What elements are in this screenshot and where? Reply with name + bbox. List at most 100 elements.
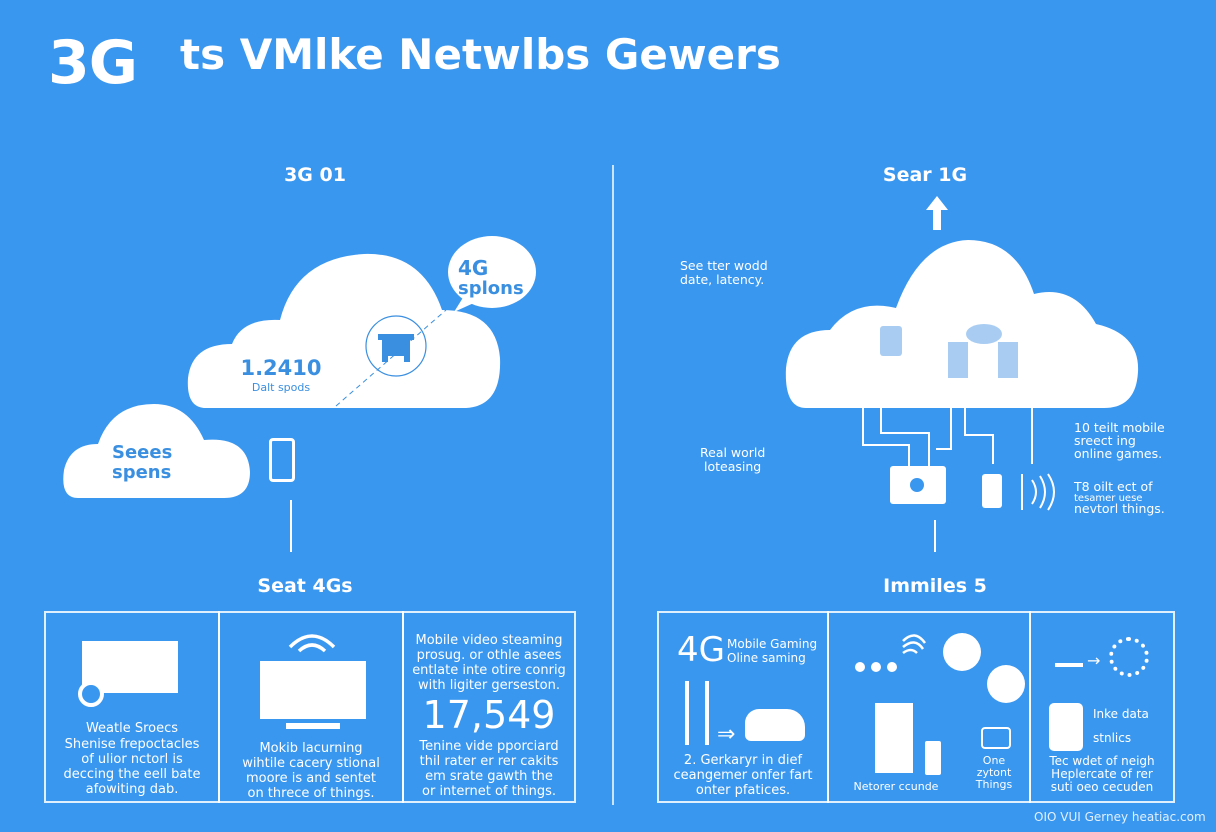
wire: [908, 444, 910, 466]
right-card-1: 4G Mobile Gaming Oline saming ⇒ 2. Gerka…: [657, 611, 829, 803]
title-badge: 3G: [48, 28, 138, 98]
card-line: with ligiter gerseston.: [418, 678, 560, 693]
wire: [950, 408, 952, 450]
right-bottom-title: Immiles 5: [883, 575, 987, 597]
wire: [880, 432, 930, 434]
card-caption: zytont: [976, 766, 1012, 779]
note-line: loteasing: [704, 459, 762, 474]
stat-value: 17,549: [422, 693, 556, 737]
left-card-2: Mokib lacurning wihtile cacery stional m…: [218, 611, 404, 803]
card-line: ceangemer onfer fart: [673, 768, 813, 783]
footer-credit: OIO VUI Gerney heatiac.com: [1034, 810, 1206, 824]
card-line: Mokib lacurning: [259, 741, 363, 756]
bubble-line1: 4G: [458, 256, 489, 280]
center-divider: [612, 165, 614, 805]
left-section-title: 3G 01: [284, 164, 346, 186]
card-caption: One: [982, 754, 1006, 767]
big-cloud-caption: Dalt spods: [251, 381, 311, 394]
card-heading: Weatle Sroecs: [85, 721, 179, 736]
note-line: date, latency.: [680, 272, 765, 287]
note-line: 10 teilt mobile: [1074, 420, 1165, 435]
speech-bubble-icon: [448, 236, 536, 312]
wire: [862, 408, 864, 446]
cable-icon: [705, 681, 709, 745]
card-line: wihtile cacery stional: [242, 756, 380, 771]
card-4g-label: 4G: [677, 630, 725, 670]
note-line: sreect ing: [1074, 433, 1136, 448]
arrow-up-icon: [926, 196, 948, 230]
wire: [928, 432, 930, 466]
left-card-1: Weatle Sroecs Shenise frepoctacles of ul…: [44, 611, 220, 803]
card-line: of ulior nctorl is: [81, 752, 183, 767]
earth-icon: [987, 665, 1025, 703]
card-line: onter pfatices.: [695, 783, 791, 798]
connector-line: [290, 500, 292, 552]
note-line: See tter wodd: [680, 258, 768, 273]
card-line: deccing the eell bate: [63, 767, 201, 782]
connector-line: [934, 520, 936, 552]
wire: [964, 408, 966, 436]
network-hub-icon: [1109, 637, 1149, 677]
left-card-3: Mobile video steaming prosug. or othle a…: [402, 611, 576, 803]
wire: [880, 408, 882, 434]
right-section-title: Sear 1G: [882, 164, 968, 186]
card-line: Tec wdet of neigh: [1049, 754, 1155, 768]
card-label: stnlics: [1093, 731, 1132, 745]
right-cloud-icon: [785, 240, 1139, 408]
note-line: online games.: [1074, 446, 1163, 461]
card-line: em srate gawth the: [425, 769, 553, 784]
tv-icon: [260, 661, 366, 719]
phone-icon: [269, 438, 295, 482]
router-icon: [890, 466, 946, 504]
server-tower-icon: [875, 703, 913, 773]
card-line: entlate inte otire conrig: [412, 663, 566, 678]
tv-stand: [286, 723, 340, 729]
card-sub1: Mobile Gaming: [727, 637, 818, 651]
arrow-right-icon: ⇒: [717, 722, 736, 747]
card-caption: Things: [975, 778, 1013, 791]
page-title: ts VMlke Netwlbs Gewers: [180, 30, 781, 79]
card-line: or internet of things.: [422, 784, 556, 799]
wire: [992, 434, 994, 464]
antenna-icon: [1055, 647, 1083, 667]
globe-icon: [943, 633, 981, 671]
dots-icon: [855, 657, 905, 672]
big-cloud-icon: [187, 253, 501, 408]
card-line: 2. Gerkaryr in dief: [683, 753, 803, 768]
cable-icon: [685, 681, 689, 745]
note-line: tesamer uese: [1074, 493, 1143, 504]
signal-waves-icon: [1021, 473, 1055, 511]
car-icon: [745, 709, 805, 741]
card-line: Mobile video steaming: [415, 633, 563, 648]
small-cloud-line1: Seees: [112, 442, 173, 463]
card-line: moore is and sentet: [245, 771, 377, 786]
wifi-signal-icon: [902, 634, 927, 655]
right-card-2: Netorer ccunde One zytont Things: [827, 611, 1031, 803]
card-label: Inke data: [1093, 707, 1149, 721]
wifi-icon: [288, 634, 336, 653]
wire: [964, 434, 994, 436]
phone-icon: [925, 741, 941, 775]
card-caption: Netorer ccunde: [853, 780, 939, 793]
card-line: prosug. or othle asees: [416, 648, 562, 663]
big-cloud-value: 1.2410: [240, 356, 322, 380]
smartphone-info-icon: [1049, 703, 1083, 751]
note-line: Real world: [700, 445, 766, 460]
card-line: thil rater er rer cakits: [419, 754, 559, 769]
card-line: suti oeo cecuden: [1050, 780, 1154, 794]
camera-icon: [981, 727, 1011, 749]
card-line: Shenise frepoctacles: [64, 737, 200, 752]
note-line: T8 oilt ect of: [1074, 479, 1153, 494]
card-sub2: Oline saming: [727, 651, 806, 665]
card-line: afowiting dab.: [85, 782, 179, 797]
right-card-3: → Inke data stnlics Tec wdet of neigh He…: [1029, 611, 1175, 803]
wire: [936, 448, 952, 450]
card-line: on threce of things.: [247, 786, 375, 801]
card-line: Tenine vide pporciard: [419, 739, 559, 754]
arrow-right-icon: →: [1087, 651, 1101, 670]
small-cloud-icon: [63, 404, 250, 498]
note-line: nevtorl things.: [1074, 501, 1165, 516]
bubble-line2: splons: [458, 278, 524, 299]
left-bottom-title: Seat 4Gs: [257, 575, 353, 597]
card-line: Heplercate of rer: [1051, 767, 1153, 781]
